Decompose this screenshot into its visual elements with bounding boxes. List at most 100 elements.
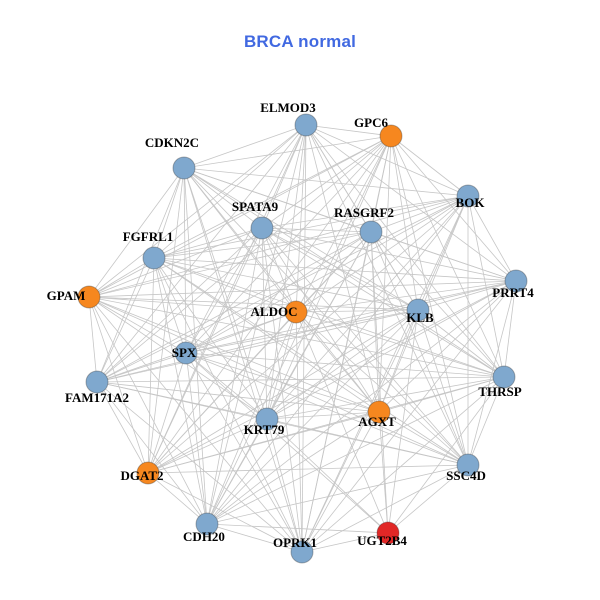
edge-AGXT-CDH20 (206, 411, 380, 525)
node-ELMOD3 (294, 113, 318, 137)
edge-BOK-KLB (417, 195, 469, 311)
edge-SPATA9-SPX (185, 227, 263, 354)
edge-FGFRL1-KRT79 (153, 257, 268, 420)
edge-FGFRL1-FAM171A2 (96, 257, 155, 383)
edge-GPAM-CDH20 (88, 296, 208, 525)
node-OPRK1 (290, 540, 314, 564)
node-label-AGXT: AGXT (358, 414, 396, 429)
edge-BOK-FAM171A2 (96, 195, 469, 383)
node-ALDOC (284, 300, 308, 324)
edge-BOK-OPRK1 (301, 195, 469, 553)
edge-GPC6-CDKN2C (183, 135, 392, 169)
edge-CDKN2C-BOK (183, 167, 469, 197)
edge-SPATA9-PRRT4 (261, 227, 517, 282)
edge-CDKN2C-DGAT2 (147, 167, 185, 474)
node-GPC6 (379, 124, 403, 148)
edge-BOK-RASGRF2 (370, 195, 469, 233)
edge-BOK-ALDOC (295, 195, 469, 313)
edge-CDKN2C-THRSP (183, 167, 505, 378)
edge-GPAM-KLB (88, 296, 419, 311)
node-RASGRF2 (359, 220, 383, 244)
edge-ALDOC-DGAT2 (147, 311, 297, 474)
edge-GPC6-BOK (390, 135, 469, 197)
node-label-PRRT4: PRRT4 (492, 285, 534, 300)
edge-THRSP-OPRK1 (301, 376, 505, 553)
edge-BOK-SPX (185, 195, 469, 354)
edge-ALDOC-KLB (295, 309, 419, 313)
edge-ELMOD3-GPC6 (305, 124, 392, 137)
edge-AGXT-UGT2B4 (378, 411, 389, 534)
edge-SSC4D-OPRK1 (301, 464, 469, 553)
edge-FGFRL1-THRSP (153, 257, 505, 378)
edge-ALDOC-UGT2B4 (295, 311, 389, 534)
node-label-BOK: BOK (456, 195, 486, 210)
edge-RASGRF2-CDH20 (206, 231, 372, 525)
edge-ALDOC-THRSP (295, 311, 505, 378)
edge-BOK-THRSP (467, 195, 505, 378)
node-label-RASGRF2: RASGRF2 (334, 205, 394, 220)
edge-RASGRF2-UGT2B4 (370, 231, 389, 534)
edge-GPAM-ALDOC (88, 296, 297, 313)
edge-PRRT4-FAM171A2 (96, 280, 517, 383)
node-FGFRL1 (142, 246, 166, 270)
edge-SPX-UGT2B4 (185, 352, 389, 534)
edge-GPAM-AGXT (88, 296, 380, 413)
edge-PRRT4-AGXT (378, 280, 517, 413)
node-label-ELMOD3: ELMOD3 (260, 100, 316, 115)
edge-ALDOC-AGXT (295, 311, 380, 413)
edge-FGFRL1-OPRK1 (153, 257, 303, 553)
node-label-FGFRL1: FGFRL1 (123, 229, 174, 244)
edge-RASGRF2-KLB (370, 231, 419, 311)
edge-RASGRF2-FGFRL1 (153, 231, 372, 259)
node-label-ALDOC: ALDOC (251, 304, 298, 319)
edge-SPX-THRSP (185, 352, 505, 378)
edge-KRT79-AGXT (266, 411, 380, 420)
node-label-DGAT2: DGAT2 (120, 468, 163, 483)
node-KRT79 (255, 407, 279, 431)
node-label-SPX: SPX (172, 345, 197, 360)
edge-BOK-CDH20 (206, 195, 469, 525)
edge-RASGRF2-FAM171A2 (96, 231, 372, 383)
edge-KLB-SPX (185, 309, 419, 354)
edge-CDKN2C-SPX (183, 167, 187, 354)
edge-SPATA9-THRSP (261, 227, 505, 378)
node-SPX (174, 341, 198, 365)
edge-SSC4D-CDH20 (206, 464, 469, 525)
edge-BOK-FGFRL1 (153, 195, 469, 259)
node-CDH20 (195, 512, 219, 536)
edge-SPX-KRT79 (185, 352, 268, 420)
edge-CDKN2C-CDH20 (183, 167, 208, 525)
node-SPATA9 (250, 216, 274, 240)
edge-CDKN2C-KRT79 (183, 167, 268, 420)
edge-GPC6-FAM171A2 (96, 135, 392, 383)
node-UGT2B4 (376, 521, 400, 545)
edge-KLB-THRSP (417, 309, 505, 378)
edge-DGAT2-SSC4D (147, 464, 469, 474)
node-label-THRSP: THRSP (478, 384, 521, 399)
edge-CDKN2C-GPAM (88, 167, 185, 298)
edge-FGFRL1-DGAT2 (147, 257, 155, 474)
node-AGXT (367, 400, 391, 424)
node-label-CDKN2C: CDKN2C (145, 135, 199, 150)
node-DGAT2 (136, 461, 160, 485)
node-THRSP (492, 365, 516, 389)
edge-ELMOD3-SPX (185, 124, 307, 354)
edge-SPX-FAM171A2 (96, 352, 187, 383)
edge-BOK-PRRT4 (467, 195, 517, 282)
edge-CDKN2C-FGFRL1 (153, 167, 185, 259)
edge-KLB-OPRK1 (301, 309, 419, 553)
edge-THRSP-SSC4D (467, 376, 505, 466)
edge-THRSP-FAM171A2 (96, 376, 505, 383)
edge-KRT79-UGT2B4 (266, 418, 389, 534)
node-SSC4D (456, 453, 480, 477)
edge-FGFRL1-AGXT (153, 257, 380, 413)
edge-SPX-DGAT2 (147, 352, 187, 474)
node-label-KLB: KLB (406, 310, 434, 325)
edge-THRSP-UGT2B4 (387, 376, 505, 534)
edge-GPC6-FGFRL1 (153, 135, 392, 259)
edge-SPX-AGXT (185, 352, 380, 413)
edge-SPATA9-RASGRF2 (261, 227, 372, 233)
